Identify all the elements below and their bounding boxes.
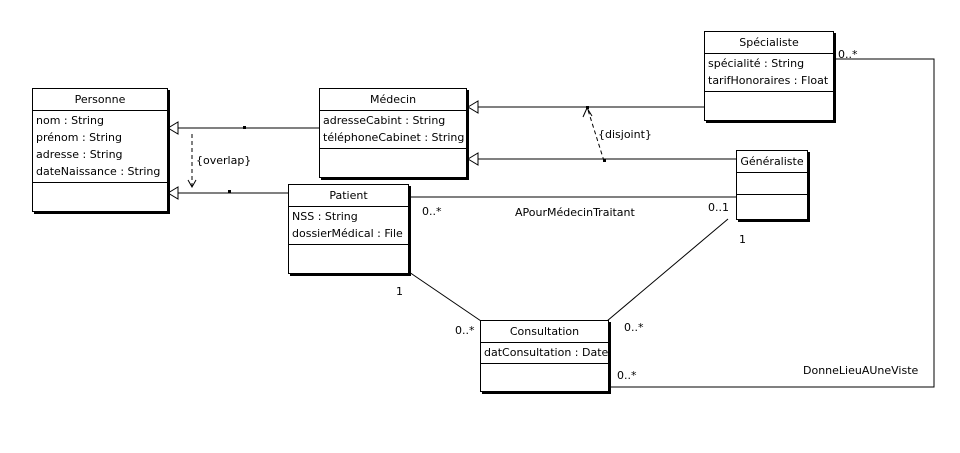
attribute: dossierMédical : File	[292, 227, 403, 240]
attribute: adresse : String	[36, 148, 123, 161]
attribute: dateNaissance : String	[36, 165, 161, 178]
attribute: téléphoneCabinet : String	[323, 131, 465, 144]
class-name: Médecin	[320, 89, 466, 111]
attribute: prénom : String	[36, 131, 122, 144]
class-name: Spécialiste	[705, 32, 833, 54]
association-name: APourMédecinTraitant	[515, 206, 635, 219]
class-name: Généraliste	[737, 151, 807, 173]
multiplicity-label: 0..*	[838, 48, 858, 61]
class-patient[interactable]: Patient NSS : String dossierMédical : Fi…	[288, 184, 409, 274]
attribute: NSS : String	[292, 210, 358, 223]
generalization-arrowhead	[467, 152, 479, 166]
class-attributes	[737, 173, 807, 195]
class-specialiste[interactable]: Spécialiste spécialité : String tarifHon…	[704, 31, 834, 121]
attribute: spécialité : String	[708, 57, 805, 70]
generalization-arrowhead	[167, 186, 179, 200]
attribute: nom : String	[36, 114, 104, 127]
association-patient-consultation	[408, 271, 482, 322]
class-name: Consultation	[481, 321, 608, 343]
overlap-label: {overlap}	[196, 154, 252, 167]
generalization-arrowhead	[467, 100, 479, 114]
attribute: adresseCabint : String	[323, 114, 446, 127]
overlap-arrowhead	[187, 179, 197, 189]
class-attributes: datConsultation : Date	[481, 343, 608, 364]
class-consultation[interactable]: Consultation datConsultation : Date	[480, 320, 609, 392]
multiplicity-label: 0..*	[617, 369, 637, 382]
class-attributes: NSS : String dossierMédical : File	[289, 207, 408, 245]
multiplicity-label: 1	[739, 233, 746, 246]
disjoint-constraint-line	[587, 109, 605, 162]
class-attributes: adresseCabint : String téléphoneCabinet …	[320, 111, 466, 149]
multiplicity-label: 0..*	[455, 324, 475, 337]
disjoint-label: {disjoint}	[598, 128, 652, 141]
class-generaliste[interactable]: Généraliste	[736, 150, 808, 220]
multiplicity-label: 1	[396, 285, 403, 298]
class-name: Personne	[33, 89, 167, 111]
generalization-arrowhead	[167, 121, 179, 135]
attribute: datConsultation : Date	[484, 346, 609, 359]
association-donnelieuauneviste	[607, 58, 935, 388]
association-generaliste-consultation	[606, 218, 729, 322]
multiplicity-label: 0..*	[422, 205, 442, 218]
attribute: tarifHonoraires : Float	[708, 74, 829, 87]
multiplicity-label: 0..*	[624, 321, 644, 334]
disjoint-arrowhead	[582, 106, 593, 118]
class-medecin[interactable]: Médecin adresseCabint : String téléphone…	[319, 88, 467, 178]
class-attributes: nom : String prénom : String adresse : S…	[33, 111, 167, 183]
multiplicity-label: 0..1	[708, 201, 729, 214]
class-attributes: spécialité : String tarifHonoraires : Fl…	[705, 54, 833, 92]
class-personne[interactable]: Personne nom : String prénom : String ad…	[32, 88, 168, 212]
class-name: Patient	[289, 185, 408, 207]
association-name: DonneLieuAUneViste	[803, 364, 919, 377]
